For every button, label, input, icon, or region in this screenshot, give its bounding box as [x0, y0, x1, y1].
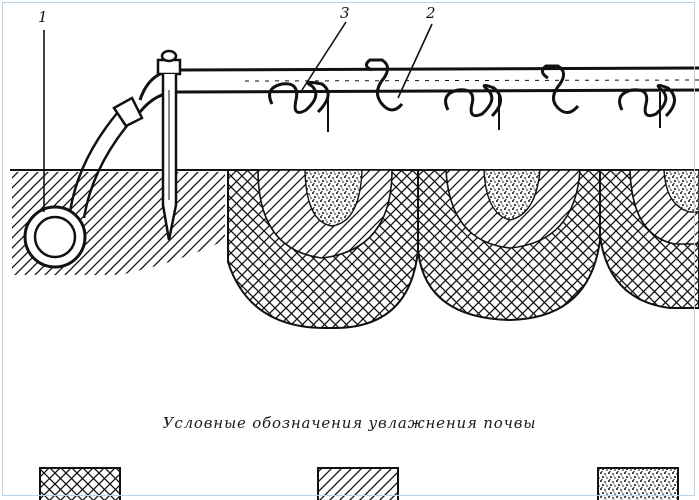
- callout-2-lateral-pipe: 2: [425, 4, 436, 22]
- connector-tube: [68, 111, 131, 219]
- legend-swatch-diagonal: [317, 467, 399, 500]
- drip-outlets: [327, 92, 661, 132]
- coiled-microtube-1: [268, 80, 330, 114]
- callout-1-main-pipe: 1: [38, 8, 48, 26]
- support-stake: [156, 49, 182, 241]
- callout-3-microtube: 3: [340, 4, 350, 22]
- moisture-bulb-1: [227, 169, 419, 330]
- s-dripper-2: [541, 64, 580, 114]
- legend-title: Условные обозначения увлажнения почвы: [162, 414, 537, 432]
- dripper-lateral-pipe: [138, 66, 699, 113]
- moisture-bulb-3: [599, 169, 699, 309]
- legend-swatch-stipple: [597, 467, 679, 500]
- coiled-microtube-3: [618, 83, 676, 118]
- leader-lines: [43, 21, 433, 212]
- legend-swatch-crosshatch: [39, 467, 121, 500]
- connector-fitting: [112, 96, 144, 128]
- moisture-bulb-2: [417, 169, 601, 322]
- s-dripper-1: [365, 58, 404, 112]
- coiled-microtube-2: [444, 83, 502, 118]
- main-pipe-cross-section: [23, 205, 87, 269]
